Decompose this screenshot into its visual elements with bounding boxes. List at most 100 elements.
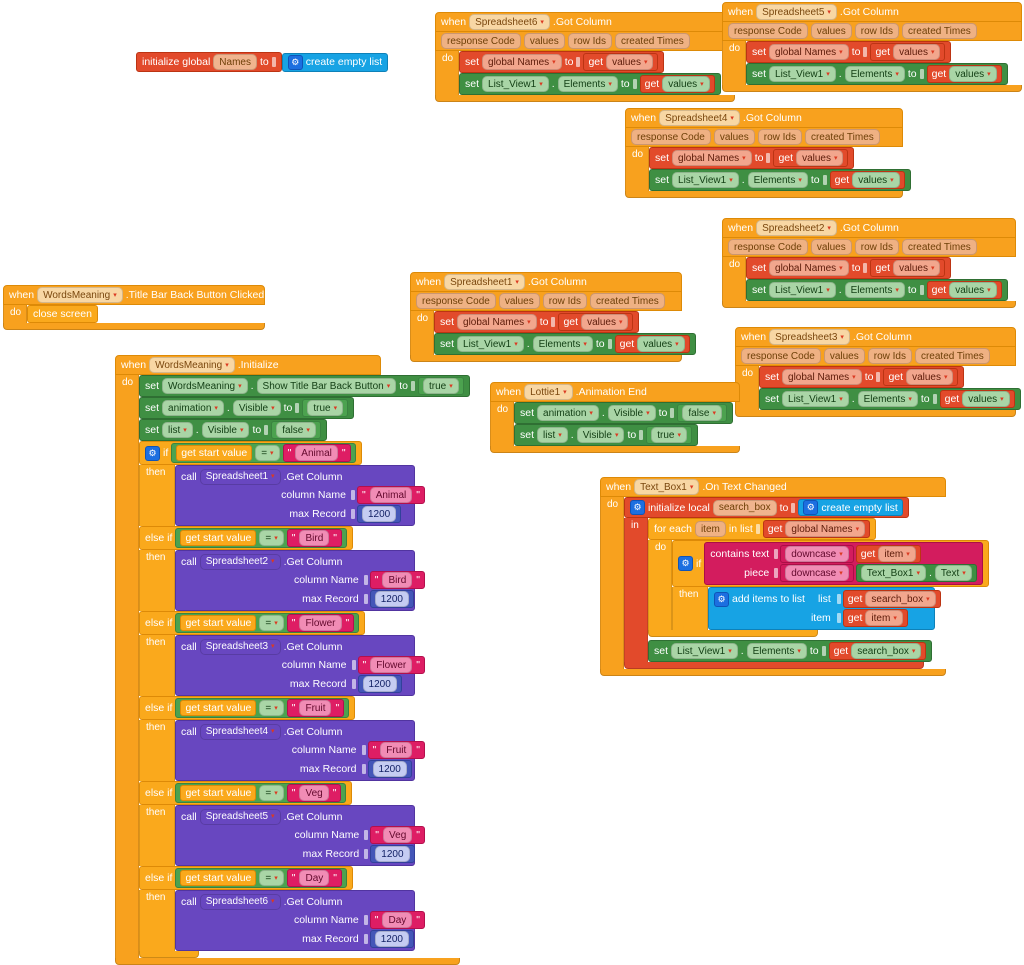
component-dropdown[interactable]: WordsMeaning <box>162 378 248 394</box>
event-header[interactable]: when Text_Box1 .On Text Changed <box>600 477 946 497</box>
value-dropdown[interactable]: values <box>662 76 710 92</box>
value-dropdown[interactable]: values <box>962 391 1010 407</box>
string-value[interactable]: Veg <box>383 827 413 843</box>
string-value[interactable]: Fruit <box>299 700 332 716</box>
text-string-block[interactable]: Flower <box>286 614 355 632</box>
param-chip[interactable]: values <box>523 33 565 49</box>
param-chip[interactable]: row Ids <box>867 348 912 364</box>
event-block-spreadsheet1-got-column[interactable]: when Spreadsheet1 .Got Column response C… <box>410 272 696 362</box>
number-block[interactable]: 1200 <box>369 590 414 608</box>
component-dropdown[interactable]: Text_Box1 <box>634 479 700 495</box>
component-dropdown[interactable]: List_View1 <box>769 282 836 298</box>
get-values-block[interactable]: get values <box>883 368 959 386</box>
param-chip[interactable]: response Code <box>728 239 808 255</box>
get-values-block[interactable]: get values <box>583 53 659 71</box>
get-start-value-block[interactable]: get start value <box>180 870 257 886</box>
event-header[interactable]: when WordsMeaning .Title Bar Back Button… <box>3 285 265 305</box>
add-items-to-list-block[interactable]: add items to list list get <box>708 587 941 630</box>
property-dropdown[interactable]: Elements <box>747 172 808 188</box>
param-chip[interactable]: row Ids <box>757 129 802 145</box>
set-list-visible-block[interactable]: set list . Visible to false <box>139 419 327 441</box>
component-dropdown[interactable]: list <box>162 422 193 438</box>
component-dropdown[interactable]: List_View1 <box>782 391 849 407</box>
set-listview-elements-block[interactable]: set List_View1 . Elements to get values <box>649 169 911 191</box>
value-dropdown[interactable]: values <box>949 66 997 82</box>
event-header[interactable]: when Lottie1 .Animation End <box>490 382 740 402</box>
component-dropdown[interactable]: Spreadsheet3 <box>199 638 281 655</box>
variable-dropdown[interactable]: global Names <box>482 54 562 70</box>
component-dropdown[interactable]: Spreadsheet6 <box>469 14 550 30</box>
text-string-block[interactable]: Flower <box>357 656 425 674</box>
operator-dropdown[interactable]: = <box>259 530 284 546</box>
set-listview-elements-block[interactable]: set List_View1 . Elements to get values <box>746 63 1008 85</box>
component-dropdown[interactable]: Spreadsheet5 <box>756 4 837 20</box>
variable-dropdown[interactable]: item <box>865 610 903 626</box>
param-chip[interactable]: response Code <box>741 348 821 364</box>
property-dropdown[interactable]: Elements <box>844 66 905 82</box>
string-value[interactable]: Animal <box>369 487 413 503</box>
param-chip[interactable]: created Times <box>614 33 690 49</box>
call-get-column-block[interactable]: call Spreadsheet3 .Get Column column Nam… <box>175 635 425 696</box>
operator-dropdown[interactable]: = <box>259 785 284 801</box>
for-each-row[interactable]: for each item in list get global Names <box>648 518 877 540</box>
get-values-block[interactable]: get values <box>870 259 946 277</box>
component-dropdown[interactable]: List_View1 <box>672 172 739 188</box>
logic-value-dropdown[interactable]: true <box>422 378 459 394</box>
get-values-block[interactable]: get values <box>773 149 849 167</box>
call-get-column-block[interactable]: call Spreadsheet1 .Get Column column Nam… <box>175 465 425 526</box>
param-chip[interactable]: response Code <box>728 23 808 39</box>
logic-true-block[interactable]: true <box>646 426 692 444</box>
variable-dropdown[interactable]: search_box <box>851 643 922 659</box>
event-block-back-button-clicked[interactable]: when WordsMeaning .Title Bar Back Button… <box>3 285 265 330</box>
operator-dropdown[interactable]: = <box>259 615 284 631</box>
component-dropdown[interactable]: List_View1 <box>671 643 738 659</box>
component-dropdown[interactable]: animation <box>537 405 599 421</box>
get-values-block[interactable]: get values <box>614 335 690 353</box>
set-list-visible-block[interactable]: set list . Visible to true <box>514 424 698 446</box>
number-value[interactable]: 1200 <box>374 931 409 947</box>
text-string-block[interactable]: Fruit <box>367 741 425 759</box>
component-dropdown[interactable]: animation <box>162 400 224 416</box>
property-dropdown[interactable]: Visible <box>232 400 281 416</box>
loop-variable-field[interactable]: item <box>694 521 726 537</box>
get-values-block[interactable]: get values <box>926 65 1002 83</box>
component-dropdown[interactable]: List_View1 <box>457 336 524 352</box>
component-dropdown[interactable]: List_View1 <box>482 76 549 92</box>
operator-dropdown[interactable]: = <box>259 700 284 716</box>
component-dropdown[interactable]: Spreadsheet5 <box>199 808 281 825</box>
gear-icon[interactable] <box>678 556 693 571</box>
property-dropdown[interactable]: Elements <box>532 336 593 352</box>
property-dropdown[interactable]: Show Title Bar Back Button <box>256 378 397 394</box>
logic-true-block[interactable]: true <box>417 377 464 395</box>
get-search-box-block[interactable]: get search_box <box>828 642 927 660</box>
event-block-spreadsheet5-got-column[interactable]: when Spreadsheet5 .Got Column response C… <box>722 2 1022 92</box>
downcase-block[interactable]: downcase <box>780 564 854 582</box>
operator-dropdown[interactable]: = <box>255 445 280 461</box>
value-dropdown[interactable]: values <box>906 369 954 385</box>
number-value[interactable]: 1200 <box>362 676 397 692</box>
get-values-block[interactable]: get values <box>639 75 715 93</box>
set-listview-elements-block[interactable]: set List_View1 . Elements to get values <box>434 333 696 355</box>
call-get-column-block[interactable]: call Spreadsheet4 .Get Column column Nam… <box>175 720 425 781</box>
else-if-row[interactable]: else if get start value = Day <box>139 866 354 890</box>
param-chip[interactable]: response Code <box>631 129 711 145</box>
string-value[interactable]: Day <box>299 870 330 886</box>
logic-value-dropdown[interactable]: true <box>651 427 687 443</box>
variable-dropdown[interactable]: global Names <box>769 44 849 60</box>
event-header[interactable]: when Spreadsheet3 .Got Column <box>735 327 1016 347</box>
param-chip[interactable]: created Times <box>901 239 977 255</box>
variable-dropdown[interactable]: global Names <box>672 150 752 166</box>
component-dropdown[interactable]: Spreadsheet1 <box>444 274 525 290</box>
get-start-value-block[interactable]: get start value <box>180 785 257 801</box>
component-dropdown[interactable]: Spreadsheet4 <box>659 110 740 126</box>
variable-dropdown[interactable]: global Names <box>785 521 866 537</box>
else-if-row[interactable]: else if get start value = Flower <box>139 611 366 635</box>
text-string-block[interactable]: Veg <box>286 784 342 802</box>
equals-comparison-block[interactable]: get start value = Bird <box>175 528 348 548</box>
event-block-spreadsheet4-got-column[interactable]: when Spreadsheet4 .Got Column response C… <box>625 108 911 198</box>
property-dropdown[interactable]: Visible <box>576 427 625 443</box>
component-dropdown[interactable]: Spreadsheet3 <box>769 329 850 345</box>
string-value[interactable]: Day <box>382 912 413 928</box>
event-header[interactable]: when Spreadsheet2 .Got Column <box>722 218 1016 238</box>
component-dropdown[interactable]: Text_Box1 <box>860 565 926 581</box>
